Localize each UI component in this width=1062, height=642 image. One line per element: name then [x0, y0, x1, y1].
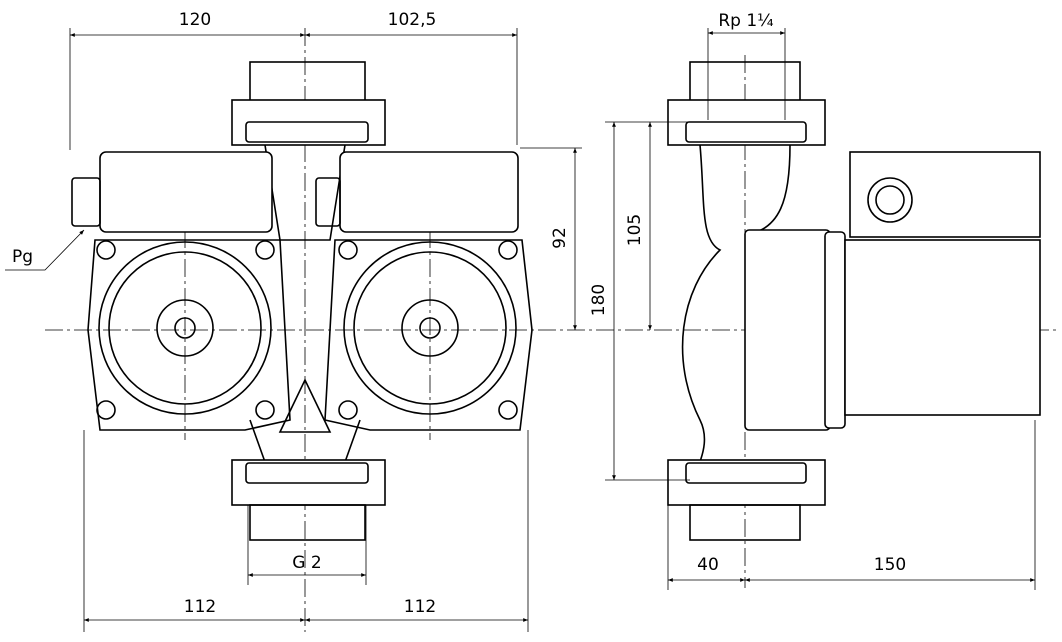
selector-knob-icon [867, 177, 913, 223]
side-view-pump [667, 61, 1041, 541]
dimension-lines [5, 28, 1036, 632]
dim-side-left: 40 [697, 555, 719, 575]
front-view-twin-pump [71, 61, 533, 541]
dim-pipe-thread: Rp 1¼ [718, 11, 773, 31]
dim-width-right: 102,5 [388, 10, 437, 30]
dim-head-height: 92 [550, 227, 570, 249]
screw-icons [96, 240, 518, 420]
dim-total-height: 180 [589, 284, 609, 316]
label-cable-gland: Pg [12, 247, 33, 267]
dim-side-right: 150 [874, 555, 906, 575]
dim-connection: G 2 [292, 553, 321, 573]
dim-bottom-left: 112 [184, 597, 216, 617]
dim-bottom-right: 112 [404, 597, 436, 617]
flow-direction-triangle [278, 378, 332, 433]
dim-width-left: 120 [179, 10, 211, 30]
dim-half-height: 105 [625, 214, 645, 246]
